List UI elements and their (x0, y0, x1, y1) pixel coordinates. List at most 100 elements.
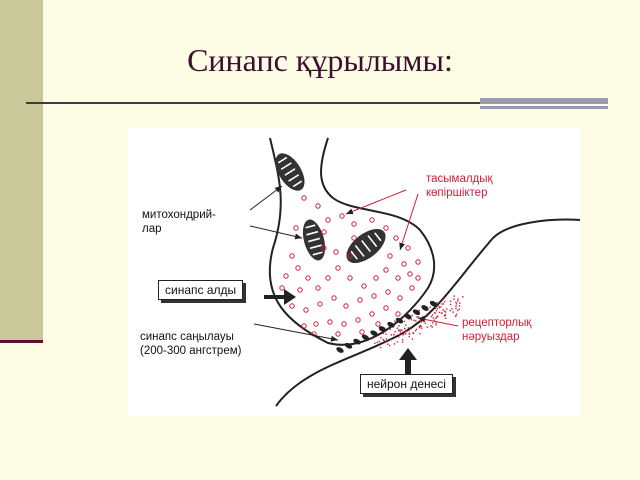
receptor-speckle (411, 338, 414, 340)
receptor-speckle (432, 317, 434, 319)
vesicle (395, 311, 401, 317)
receptor-speckle (382, 339, 384, 341)
receptor-speckle (442, 309, 444, 311)
vesicle (415, 259, 421, 265)
receptor-speckle (442, 303, 445, 305)
vesicle (383, 267, 389, 273)
receptor-speckle (453, 295, 455, 297)
receptor-speckle (435, 322, 437, 324)
receptor-speckle (455, 313, 458, 315)
vesicle (283, 273, 289, 279)
neuron-body-arrow (399, 348, 417, 378)
vesicle (397, 295, 403, 301)
receptor-speckle (393, 334, 395, 336)
cleft-marker (387, 321, 395, 328)
cleft-marker (361, 334, 370, 341)
receptors-label-line: нәруыздар (462, 331, 520, 343)
receptor-speckle (415, 320, 417, 322)
synaptic-vesicles (279, 195, 421, 337)
receptor-speckle (451, 308, 453, 310)
receptor-speckle (408, 335, 410, 338)
vesicle (357, 297, 363, 303)
cleft-marker (412, 309, 421, 316)
receptor-speckle (394, 320, 396, 322)
receptor-speckle (399, 329, 402, 331)
vesicle (407, 271, 413, 277)
presynaptic-box: синапс алды (158, 280, 244, 300)
presynaptic-arrow (264, 289, 296, 305)
receptor-speckle (376, 341, 378, 344)
vesicle (385, 289, 391, 295)
receptor-speckle (449, 309, 451, 312)
vesicle (369, 311, 375, 317)
receptor-speckle (455, 301, 457, 303)
receptors-label-line: рецепторлық (462, 317, 532, 329)
receptor-speckle (452, 311, 454, 313)
receptor-speckle (433, 319, 435, 321)
receptor-speckle (455, 307, 457, 310)
receptor-speckle (414, 330, 417, 332)
receptor-speckle (455, 315, 457, 317)
receptor-speckle (432, 322, 434, 324)
vesicle (325, 217, 331, 223)
receptor-speckle (457, 298, 459, 300)
mitochondria-label-line: лар (142, 223, 162, 235)
side-accent-bar (0, 0, 43, 340)
receptor-speckle (445, 317, 447, 319)
neuron-body-box: нейрон денесі (360, 374, 453, 394)
vesicle (383, 225, 389, 231)
receptor-speckle (438, 311, 441, 314)
receptor-speckle (382, 332, 384, 335)
vesicle (369, 217, 375, 223)
receptor-speckle (398, 325, 400, 327)
receptor-speckle (430, 325, 432, 327)
receptor-speckle (374, 342, 376, 344)
vesicle (351, 235, 357, 241)
receptor-speckle (408, 332, 410, 335)
receptor-speckle (422, 319, 424, 321)
vesicle (335, 331, 341, 337)
receptor-speckle (378, 340, 380, 343)
vesicle (333, 249, 339, 255)
receptor-speckle (456, 309, 459, 312)
vesicle (347, 275, 353, 281)
vesicle (395, 275, 401, 281)
receptor-speckle (440, 312, 443, 314)
cleft-marker (353, 338, 361, 345)
receptor-speckle (420, 325, 422, 327)
vesicle (343, 303, 349, 309)
receptor-speckle (385, 333, 387, 335)
synapse-diagram (249, 137, 580, 407)
receptor-speckle (422, 315, 424, 318)
receptor-speckle (445, 311, 447, 313)
vesicle (373, 275, 379, 281)
receptor-speckle (419, 324, 421, 327)
receptor-speckle (379, 346, 382, 349)
vesicle (305, 275, 311, 281)
receptor-speckle (407, 327, 410, 329)
vesicle (297, 287, 303, 293)
vesicle (371, 293, 377, 299)
mitochondria-arrow (249, 185, 283, 211)
cleft-marker (344, 342, 353, 349)
vesicle (313, 321, 319, 327)
mitochondria-label: митохондрий- лар (142, 208, 216, 236)
receptor-speckle (446, 308, 448, 310)
receptor-speckle (403, 320, 406, 323)
receptor-speckle (431, 314, 434, 316)
presynaptic-terminal-outline (268, 137, 436, 346)
cleft-marker (404, 313, 412, 320)
cleft-marker (429, 300, 438, 307)
vesicle (279, 285, 285, 291)
receptor-speckle (397, 336, 400, 338)
vesicle (387, 253, 393, 259)
synaptic-cleft-label: синапс саңылауы (200-300 ангстрем) (140, 330, 241, 358)
receptor-speckle (449, 300, 452, 303)
vesicle (361, 283, 367, 289)
receptor-speckle (434, 307, 436, 309)
receptor-speckle (415, 328, 418, 330)
vesicle (321, 245, 327, 251)
receptor-speckle (399, 331, 402, 333)
receptor-speckle (420, 321, 423, 323)
receptor-speckle (401, 341, 404, 343)
